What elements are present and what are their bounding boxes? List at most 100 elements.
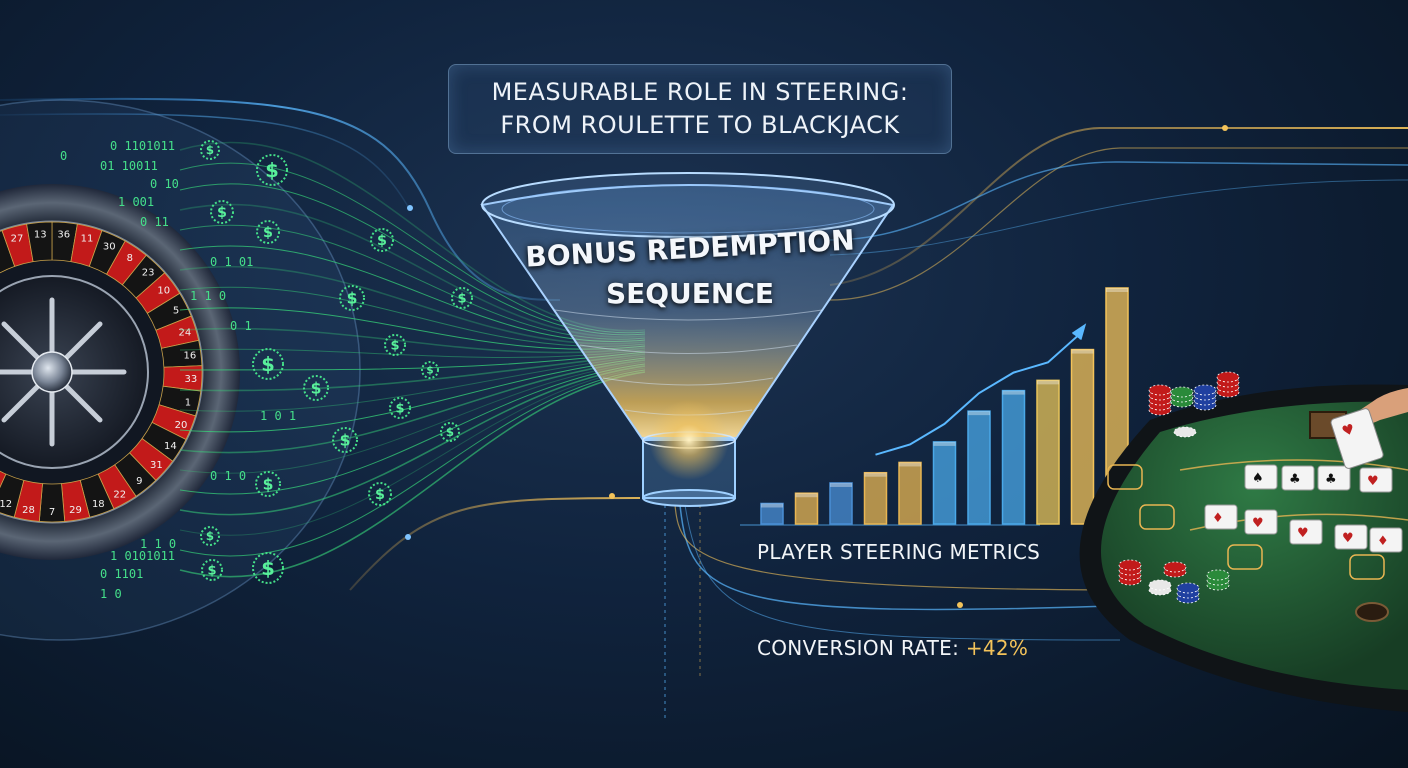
playing-card-icon: ♦ bbox=[1204, 504, 1238, 530]
dollar-coin-icon: $ bbox=[339, 285, 365, 311]
roulette-pocket bbox=[0, 470, 7, 489]
roulette-number: 20 bbox=[175, 420, 188, 431]
dollar-coin-icon: $ bbox=[421, 361, 439, 379]
roulette-number: 22 bbox=[113, 489, 126, 500]
dollar-coin-icon: $ bbox=[389, 397, 411, 419]
roulette-number: 31 bbox=[150, 460, 163, 471]
svg-text:$: $ bbox=[340, 431, 351, 449]
chip-tray-icon bbox=[1355, 602, 1389, 622]
dollar-coin-icon: $ bbox=[252, 552, 284, 584]
poker-chip-icon bbox=[1206, 569, 1230, 591]
svg-text:♦: ♦ bbox=[1377, 534, 1389, 549]
binary-digits: 0 11 bbox=[140, 215, 169, 229]
chart-bar-cap bbox=[1037, 380, 1059, 385]
svg-text:$: $ bbox=[206, 143, 214, 157]
svg-text:♠: ♠ bbox=[1252, 471, 1264, 486]
svg-text:$: $ bbox=[347, 289, 358, 307]
dollar-coin-icon: $ bbox=[368, 482, 392, 506]
roulette-number: 5 bbox=[173, 305, 179, 316]
title-line-2: FROM ROULETTE TO BLACKJACK bbox=[500, 111, 900, 139]
dollar-coin-icon: $ bbox=[201, 559, 223, 581]
playing-card-icon: ♣ bbox=[1281, 465, 1315, 491]
chart-bar bbox=[1001, 389, 1026, 525]
dollar-coin-icon: $ bbox=[332, 427, 358, 453]
roulette-number: 11 bbox=[81, 233, 94, 244]
dollar-coin-icon: $ bbox=[256, 220, 280, 244]
svg-text:♥: ♥ bbox=[1252, 516, 1264, 531]
roulette-number: 29 bbox=[69, 505, 82, 516]
binary-digits: 01 10011 bbox=[100, 159, 158, 173]
playing-card-icon: ♥ bbox=[1334, 524, 1368, 550]
dollar-coin-icon: $ bbox=[370, 228, 394, 252]
svg-text:$: $ bbox=[261, 557, 275, 580]
chart-bar-cap bbox=[899, 462, 921, 467]
dollar-coin-icon: $ bbox=[200, 526, 220, 546]
chart-bar-cap bbox=[830, 482, 852, 487]
chart-bar bbox=[1036, 379, 1060, 525]
playing-card-icon: ♥ bbox=[1244, 509, 1278, 535]
roulette-number: 12 bbox=[0, 499, 12, 510]
binary-digits: 0 1101 bbox=[100, 567, 143, 581]
chart-bar-cap bbox=[864, 472, 887, 477]
binary-digits: 1 1 0 bbox=[140, 537, 176, 551]
conversion-rate-label: CONVERSION RATE: bbox=[757, 636, 960, 660]
poker-chip-icon bbox=[1170, 386, 1194, 408]
conversion-rate-value: +42% bbox=[965, 636, 1029, 660]
roulette-number: 30 bbox=[103, 241, 116, 252]
roulette-number: 23 bbox=[142, 268, 155, 279]
dollar-coin-icon: $ bbox=[303, 375, 329, 401]
dollar-coin-icon: $ bbox=[255, 471, 281, 497]
dollar-coin-icon: $ bbox=[210, 200, 234, 224]
binary-digits: 0 1 01 bbox=[210, 255, 253, 269]
dollar-coin-icon: $ bbox=[200, 140, 220, 160]
svg-text:$: $ bbox=[446, 425, 454, 439]
roulette-number: 1 bbox=[185, 397, 191, 408]
svg-text:♥: ♥ bbox=[1367, 474, 1379, 489]
roulette-number: 33 bbox=[185, 374, 198, 385]
roulette-number: 8 bbox=[127, 253, 133, 264]
binary-digits: 1 0 1 bbox=[260, 409, 296, 423]
binary-digits: 1 001 bbox=[118, 195, 154, 209]
svg-text:♣: ♣ bbox=[1325, 472, 1337, 487]
poker-chip-icon bbox=[1176, 582, 1200, 604]
binary-digits: 0 1 0 bbox=[210, 469, 246, 483]
playing-card-icon: ♥ bbox=[1330, 408, 1384, 469]
svg-text:$: $ bbox=[390, 339, 399, 354]
chart-bar bbox=[1070, 348, 1095, 525]
chart-bar bbox=[829, 482, 853, 525]
binary-digits: 1 0101011 bbox=[110, 549, 175, 563]
svg-text:$: $ bbox=[457, 292, 466, 307]
dollar-coin-icon: $ bbox=[256, 154, 288, 186]
steering-metrics-label: PLAYER STEERING METRICS bbox=[757, 540, 1041, 564]
chart-bar bbox=[760, 502, 784, 525]
playing-card-icon: ♠ bbox=[1244, 464, 1278, 490]
svg-text:♥: ♥ bbox=[1342, 531, 1354, 546]
chart-bar bbox=[898, 461, 922, 525]
binary-digits: 0 bbox=[60, 149, 67, 163]
roulette-number: 13 bbox=[34, 230, 47, 241]
roulette-number: 16 bbox=[184, 350, 197, 361]
poker-chip-icon bbox=[1148, 384, 1172, 416]
trend-arrow-icon bbox=[875, 330, 1084, 456]
roulette-number: 7 bbox=[49, 507, 55, 518]
playing-card-icon: ♥ bbox=[1359, 467, 1393, 493]
poker-chip-icon bbox=[1148, 579, 1172, 596]
roulette-number: 14 bbox=[164, 441, 177, 452]
poker-chip-icon bbox=[1193, 384, 1217, 411]
svg-text:$: $ bbox=[375, 487, 385, 503]
binary-digits: 1 0 bbox=[100, 587, 122, 601]
poker-chip-icon bbox=[1173, 426, 1197, 438]
binary-digits: 1 1 0 bbox=[190, 289, 226, 303]
svg-text:$: $ bbox=[206, 529, 214, 543]
poker-chip-icon bbox=[1216, 371, 1240, 398]
svg-text:♦: ♦ bbox=[1212, 511, 1224, 526]
svg-text:$: $ bbox=[217, 205, 227, 221]
svg-text:$: $ bbox=[395, 402, 404, 417]
svg-text:$: $ bbox=[311, 379, 322, 397]
title-line-1: MEASURABLE ROLE IN STEERING: bbox=[491, 78, 909, 106]
roulette-number: 28 bbox=[22, 505, 35, 516]
